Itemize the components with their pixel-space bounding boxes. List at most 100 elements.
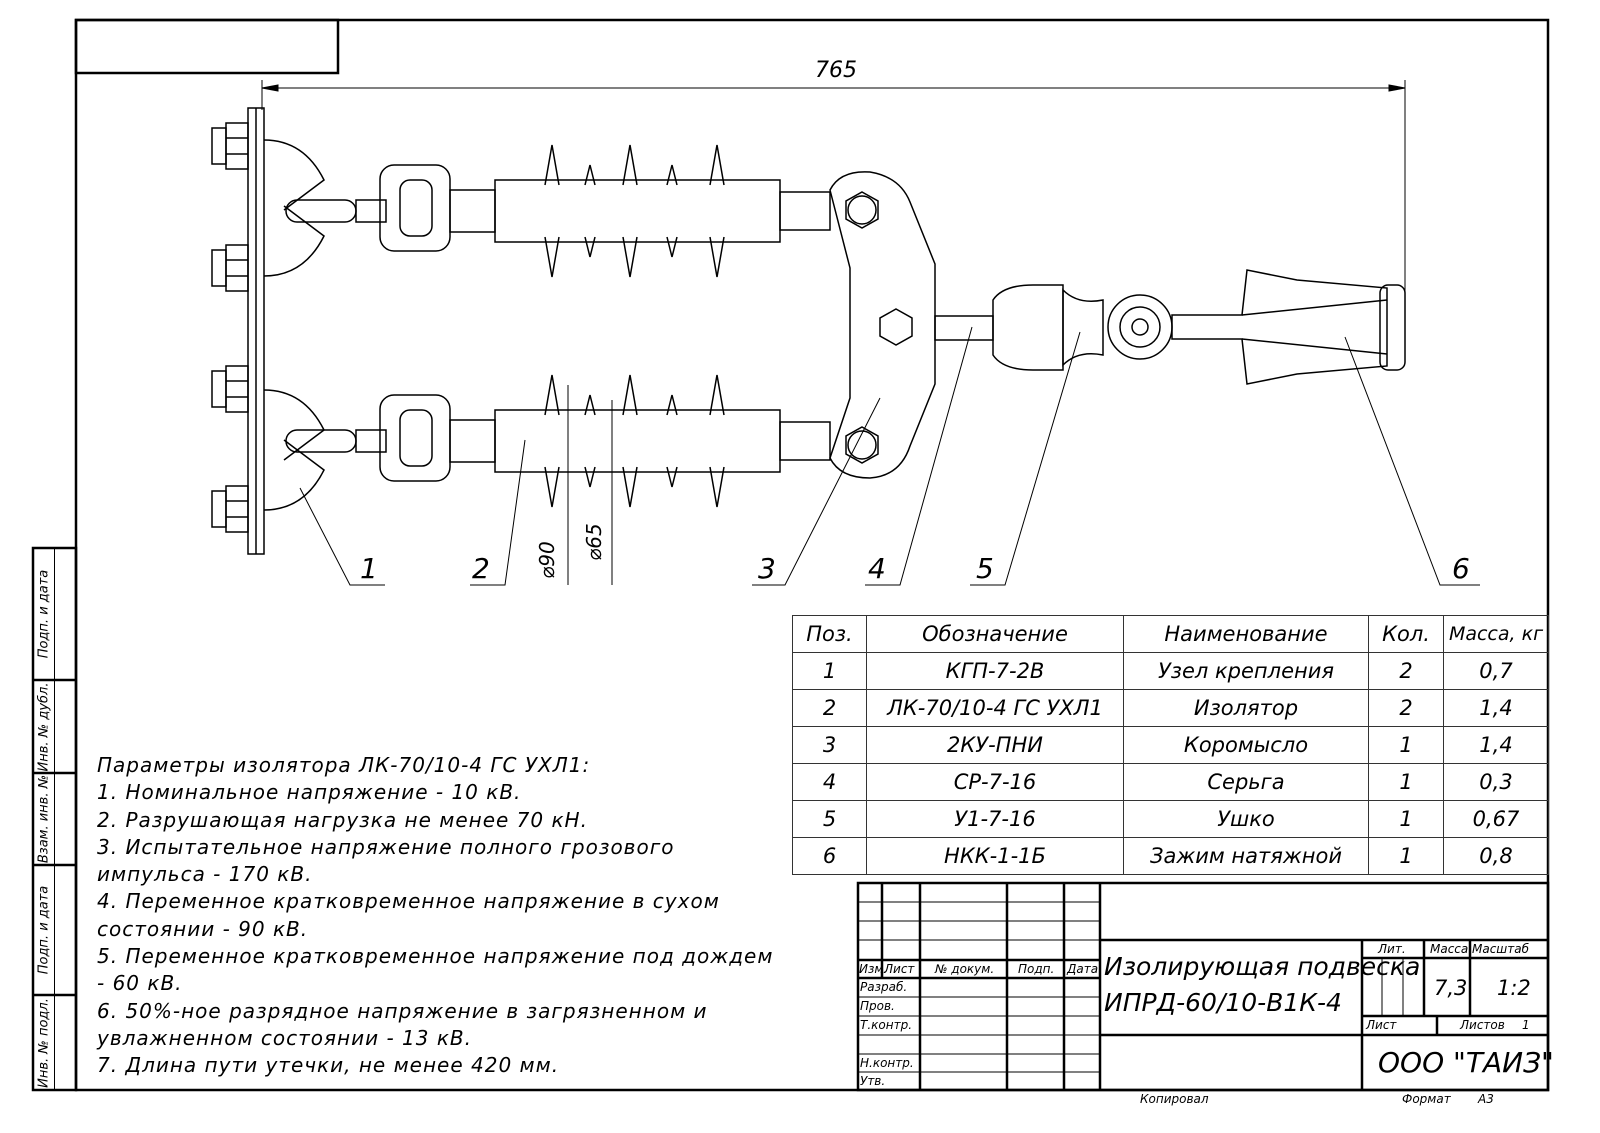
cell: 1,4: [1443, 689, 1549, 727]
cell: 0,67: [1443, 800, 1549, 838]
note-line: 2. Разрушающая нагрузка не менее 70 кН.: [97, 807, 588, 832]
ear: [992, 284, 1173, 371]
dimension-765-label: 765: [815, 58, 857, 83]
note-line: 3. Испытательное напряжение полного гроз…: [97, 834, 675, 859]
dimension-765: [261, 80, 1406, 300]
drawing-title-line2: ИПРД-60/10-В1К-4: [1104, 988, 1342, 1017]
format-value: А3: [1478, 1092, 1494, 1106]
cell: 1: [792, 652, 867, 690]
cell: 4: [792, 763, 867, 801]
cell: НКК-1-1Б: [866, 837, 1124, 875]
note-line: увлажненном состоянии - 13 кВ.: [97, 1025, 473, 1050]
cell: 2: [1368, 689, 1444, 727]
cell: 2КУ-ПНИ: [866, 726, 1124, 764]
sheet-label: Лист: [1366, 1018, 1397, 1032]
side-cell: Подп. и дата: [33, 548, 55, 680]
copied-label: Копировал: [1140, 1092, 1209, 1106]
note-line: импульса - 170 кВ.: [97, 862, 313, 887]
header-name: Наименование: [1123, 615, 1369, 653]
note-line: 1. Номинальное напряжение - 10 кВ.: [97, 780, 522, 805]
leader-lines: [299, 326, 1480, 586]
cell: 5: [792, 800, 867, 838]
callout-4: 4: [868, 552, 886, 585]
cell: 2: [792, 689, 867, 727]
col-sign: Подп.: [1018, 962, 1055, 976]
note-line: 5. Переменное кратковременное напряжение…: [97, 944, 774, 969]
scale-label: Масштаб: [1472, 942, 1530, 956]
cell: 1: [1368, 837, 1444, 875]
lit-label: Лит.: [1378, 942, 1406, 956]
mass-label: Масса: [1430, 942, 1469, 956]
side-cell: Инв. № дубл.: [33, 680, 55, 773]
col-date: Дата: [1067, 962, 1099, 976]
tension-clamp: [1171, 269, 1406, 385]
side-label: Инв. № подл.: [36, 997, 51, 1088]
col-doc: № докум.: [935, 962, 995, 976]
cell: 1,4: [1443, 726, 1549, 764]
cell: Коромысло: [1123, 726, 1369, 764]
cell: Ушко: [1123, 800, 1369, 838]
side-label: Подп. и дата: [36, 885, 51, 975]
sheets-label: Листов: [1460, 1018, 1505, 1032]
cell: Изолятор: [1123, 689, 1369, 727]
callout-3: 3: [758, 552, 776, 585]
cell: 1: [1368, 763, 1444, 801]
cell: 0,8: [1443, 837, 1549, 875]
header-pos: Поз.: [792, 615, 867, 653]
dimension-d65-label: ⌀65: [581, 523, 606, 561]
note-line: 7. Длина пути утечки, не менее 420 мм.: [97, 1053, 560, 1078]
side-label: Взам. инв. №: [36, 774, 51, 864]
company-name: ООО "ТАИЗ": [1378, 1046, 1554, 1079]
cell: КГП-7-2В: [866, 652, 1124, 690]
technical-notes: Параметры изолятора ЛК-70/10-4 ГС УХЛ1: …: [97, 752, 773, 1080]
role-checker: Пров.: [860, 999, 895, 1013]
cell: 1: [1368, 726, 1444, 764]
cell: 0,7: [1443, 652, 1549, 690]
cell: 1: [1368, 800, 1444, 838]
insulator: [355, 144, 831, 278]
cell: 6: [792, 837, 867, 875]
cell: Зажим натяжной: [1123, 837, 1369, 875]
role-norm-control: Н.контр.: [860, 1056, 914, 1070]
side-cell: Подп. и дата: [33, 865, 55, 995]
side-label: Инв. № дубл.: [36, 682, 51, 771]
note-line: состоянии - 90 кВ.: [97, 916, 309, 941]
header-designation: Обозначение: [866, 615, 1124, 653]
callout-1: 1: [360, 552, 378, 585]
col-izm: Изм.: [859, 962, 888, 976]
col-list: Лист: [884, 962, 915, 976]
cell: У1-7-16: [866, 800, 1124, 838]
note-line: 4. Переменное кратковременное напряжение…: [97, 889, 720, 914]
callout-2: 2: [472, 552, 490, 585]
role-developer: Разраб.: [860, 980, 908, 994]
cell: Серьга: [1123, 763, 1369, 801]
shackle: [934, 315, 994, 341]
role-tech-control: Т.контр.: [860, 1018, 913, 1032]
cell: 0,3: [1443, 763, 1549, 801]
side-cell: Инв. № подл.: [33, 995, 55, 1090]
header-mass: Масса, кг: [1443, 615, 1549, 653]
cell: 2: [1368, 652, 1444, 690]
cell: ЛК-70/10-4 ГС УХЛ1: [866, 689, 1124, 727]
note-line: Параметры изолятора ЛК-70/10-4 ГС УХЛ1:: [97, 753, 591, 777]
dimension-d90-label: ⌀90: [534, 541, 559, 579]
table-header-row: Поз. Обозначение Наименование Кол. Масса…: [792, 615, 1549, 653]
side-cell: Взам. инв. №: [33, 773, 55, 865]
role-approver: Утв.: [860, 1074, 886, 1088]
header-qty: Кол.: [1368, 615, 1444, 653]
drawing-title-line1: Изолирующая подвеска: [1104, 952, 1421, 981]
sheets-value: 1: [1522, 1018, 1530, 1032]
specification-table: Поз. Обозначение Наименование Кол. Масса…: [792, 615, 1549, 875]
cell: СР-7-16: [866, 763, 1124, 801]
callout-6: 6: [1452, 552, 1470, 585]
scale-value: 1:2: [1497, 976, 1531, 1000]
side-label: Подп. и дата: [36, 569, 51, 659]
format-label: Формат: [1402, 1092, 1451, 1106]
